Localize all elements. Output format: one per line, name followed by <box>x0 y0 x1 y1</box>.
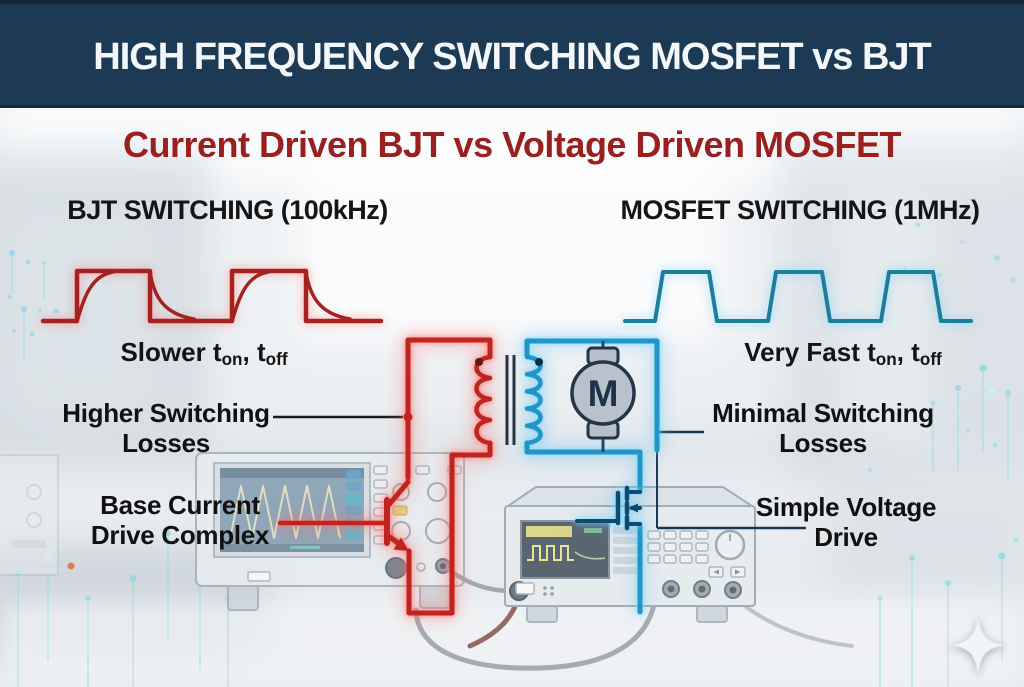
square-wave-trace <box>527 545 574 561</box>
sine-trace <box>229 485 341 539</box>
header-bar: HIGH FREQUENCY SWITCHING MOSFET vs BJT <box>0 0 1024 108</box>
bjt-timing-label: Slower ton, toff <box>120 337 288 370</box>
motor-body <box>570 360 636 426</box>
bg-right-shelf <box>820 480 1024 600</box>
mosfet-body-arrow <box>628 503 638 513</box>
bjt-emitter-arrow <box>393 537 409 551</box>
dark-knob <box>385 557 407 579</box>
mosfet-timing-label: Very Fast ton, toff <box>744 337 942 370</box>
bjt-circuit <box>277 337 493 616</box>
mosfet-losses-label: Minimal Switching Losses <box>712 398 934 458</box>
background-instrument <box>0 454 59 576</box>
motor: M <box>570 341 636 452</box>
bjt-symbol <box>277 479 411 551</box>
transformer-secondary-coil <box>524 354 543 446</box>
bjt-losses-label: Higher Switching Losses <box>62 398 270 458</box>
vent-slats <box>613 527 639 574</box>
mosfet-circuit <box>524 338 660 615</box>
mosfet-symbol <box>575 485 642 531</box>
mosfet-drive-label: Simple Voltage Drive <box>755 492 937 552</box>
mosfet-waveform <box>623 270 973 323</box>
cable-loop <box>413 597 658 671</box>
primary-dot <box>475 358 483 366</box>
motor-letter: M <box>588 373 619 414</box>
bjt-drive-label: Base Current Drive Complex <box>90 490 270 550</box>
transformer-core <box>505 355 516 445</box>
mosfet-section-heading: MOSFET SWITCHING (1MHz) <box>620 195 980 225</box>
oscilloscope <box>195 452 465 611</box>
bjt-collector <box>384 479 411 510</box>
generator-knob <box>714 529 746 561</box>
secondary-dot <box>535 358 543 366</box>
junction-dot-red <box>403 412 413 422</box>
function-generator <box>504 486 756 623</box>
orange-bokeh-dot <box>67 562 75 570</box>
bjt-section-heading: BJT SWITCHING (100kHz) <box>67 195 388 225</box>
yellow-button <box>392 505 408 516</box>
sparkle-icon <box>949 615 1007 675</box>
cable-scope-to-generator <box>446 567 511 594</box>
bg-center-white <box>300 150 720 340</box>
page-title: HIGH FREQUENCY SWITCHING MOSFET vs BJT <box>93 36 931 78</box>
generator-keypad <box>647 530 709 564</box>
arrow-buttons <box>708 566 746 578</box>
transformer-primary-coil <box>474 354 493 446</box>
bjt-waveform <box>40 268 384 324</box>
bg-left-panel-2 <box>10 210 160 420</box>
lab-equipment <box>0 452 854 671</box>
oscilloscope-buttons <box>373 465 462 545</box>
subtitle: Current Driven BJT vs Voltage Driven MOS… <box>122 124 902 165</box>
